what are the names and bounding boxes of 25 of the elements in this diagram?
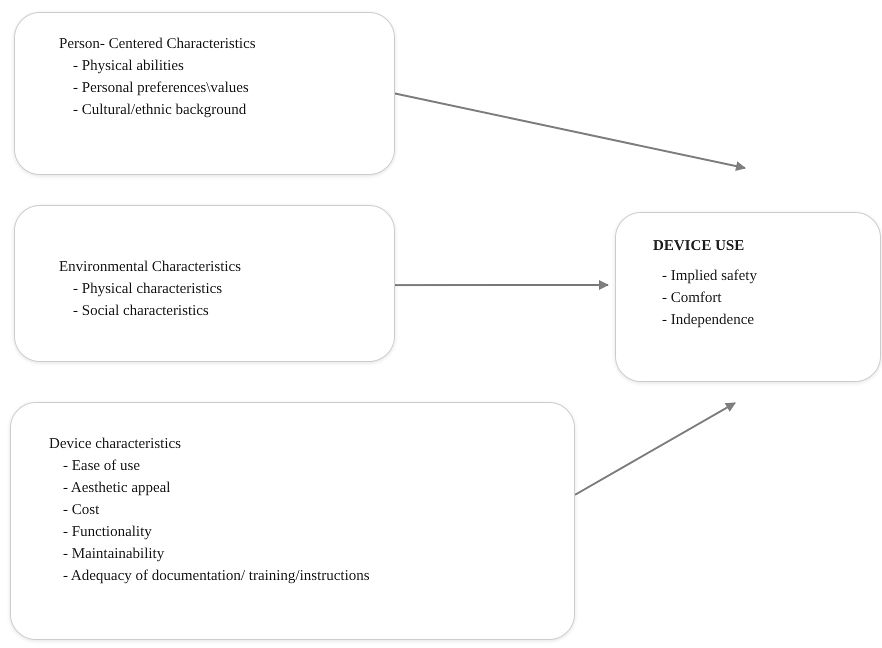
list-item: - Ease of use	[63, 457, 140, 476]
rounded-box	[14, 205, 395, 362]
box-heading: Person- Centered Characteristics	[59, 35, 256, 54]
box-heading: Environmental Characteristics	[59, 258, 242, 277]
box-heading: Device characteristics	[49, 435, 182, 454]
rounded-box	[615, 212, 881, 382]
rounded-box	[14, 12, 395, 175]
list-item: - Implied safety	[662, 267, 757, 286]
list-item: - Maintainability	[63, 545, 164, 564]
list-item: - Social characteristics	[73, 302, 209, 321]
list-item: - Cultural/ethnic background	[73, 101, 246, 120]
rounded-box	[10, 402, 575, 640]
arrow	[574, 402, 736, 496]
list-item: - Functionality	[63, 523, 152, 542]
list-item: - Physical characteristics	[73, 280, 222, 299]
list-item: - Comfort	[662, 289, 722, 308]
list-item: - Adequacy of documentation/ training/instructions	[63, 567, 370, 586]
arrow	[395, 280, 609, 290]
list-item: - Cost	[63, 501, 100, 520]
list-item: - Physical abilities	[73, 57, 184, 76]
box-heading: DEVICE USE	[653, 237, 744, 256]
list-item: - Personal preferences\values	[73, 79, 249, 98]
list-item: - Independence	[662, 311, 754, 330]
list-item: - Aesthetic appeal	[63, 479, 170, 498]
arrow	[394, 92, 746, 172]
